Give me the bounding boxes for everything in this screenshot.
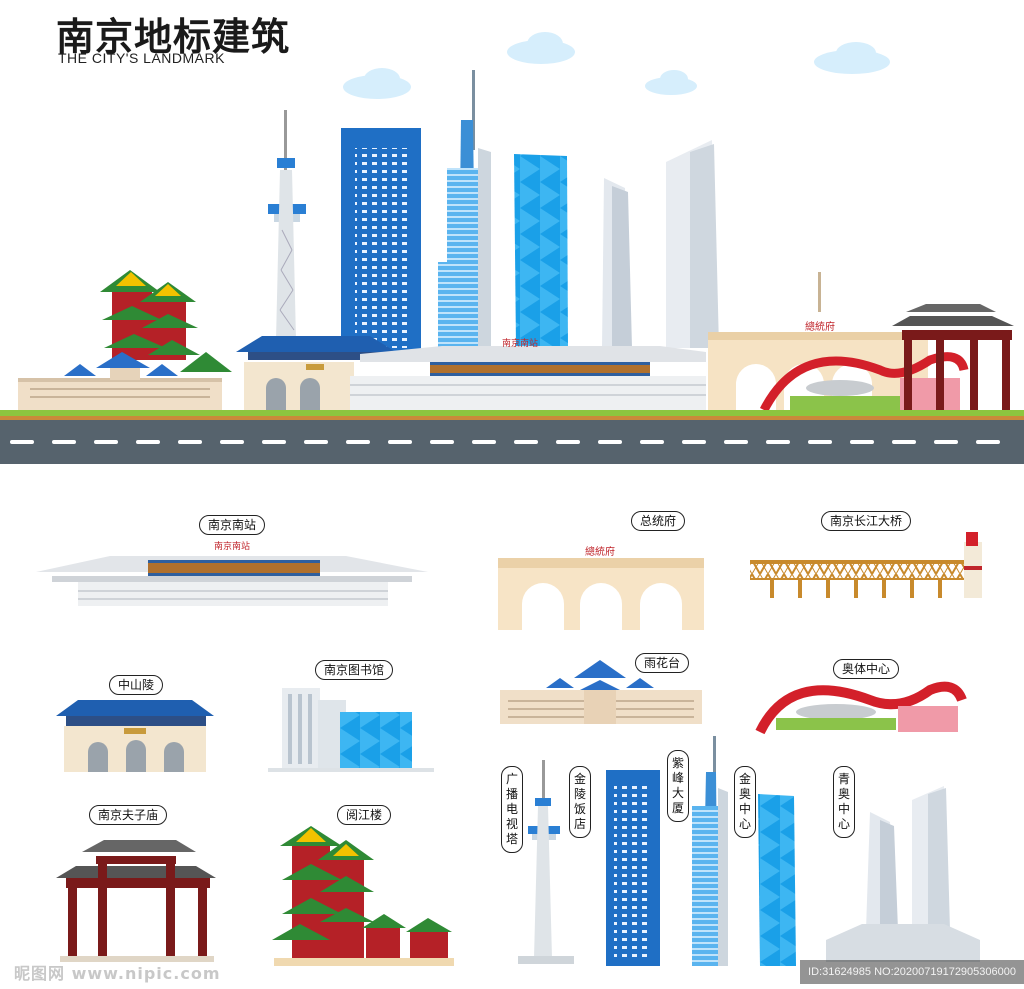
label-jinao-center: 金奥中心 bbox=[734, 766, 756, 838]
nanjing-south-station-illustration: 南京南站 bbox=[36, 540, 428, 606]
yangtze-bridge-illustration bbox=[750, 532, 982, 598]
palace-sign: 總統府 bbox=[585, 545, 615, 558]
skyline-station-sign: 南京南站 bbox=[502, 337, 538, 349]
road-markings bbox=[10, 440, 1000, 444]
jinao-center-illustration bbox=[758, 794, 796, 966]
label-zifeng-tower: 紫峰大厦 bbox=[667, 750, 689, 822]
zifeng-tower-illustration bbox=[692, 736, 728, 966]
jinling-hotel-illustration bbox=[606, 770, 660, 966]
confucius-temple-illustration bbox=[56, 840, 216, 962]
label-yuhuatai: 雨花台 bbox=[634, 653, 690, 673]
sun-yatsen-mausoleum-illustration bbox=[56, 700, 214, 772]
label-yangtze-bridge: 南京长江大桥 bbox=[820, 511, 912, 531]
skyline-palace-sign: 總統府 bbox=[805, 320, 835, 333]
watermark-logo: 昵图网 www.nipic.com bbox=[14, 964, 221, 983]
skyline-yuejiang-tower bbox=[100, 270, 232, 372]
label-nanjing-south-station: 南京南站 bbox=[198, 515, 266, 535]
nanjing-library-illustration bbox=[268, 688, 434, 772]
yuhuatai-illustration bbox=[500, 660, 702, 724]
tv-tower-illustration bbox=[518, 760, 574, 964]
label-youth-olympic-center: 青奥中心 bbox=[833, 766, 855, 838]
presidential-palace-illustration: 總統府 bbox=[498, 545, 704, 630]
clouds bbox=[343, 32, 890, 99]
station-sign: 南京南站 bbox=[214, 540, 250, 552]
skyline: 南京南站 總統府 bbox=[0, 70, 1024, 464]
olympic-center-illustration bbox=[755, 681, 967, 735]
label-nanjing-library: 南京图书馆 bbox=[314, 660, 394, 680]
label-sun-yatsen-mausoleum: 中山陵 bbox=[108, 675, 164, 695]
watermark-id: ID:31624985 NO:20200719172905306000 bbox=[800, 960, 1024, 984]
page-title: 南京地标建筑 bbox=[56, 15, 291, 59]
youth-olympic-center-illustration bbox=[826, 786, 980, 962]
page-subtitle: THE CITY'S LANDMARK bbox=[58, 50, 225, 66]
label-jinling-hotel: 金陵饭店 bbox=[569, 766, 591, 838]
label-confucius-temple: 南京夫子庙 bbox=[88, 805, 168, 825]
yuejiang-tower-illustration bbox=[272, 826, 454, 966]
label-yuejiang-tower: 阅江楼 bbox=[336, 805, 392, 825]
label-olympic-center: 奥体中心 bbox=[832, 659, 900, 679]
label-presidential-palace: 总统府 bbox=[630, 511, 686, 531]
label-tv-tower: 广播电视塔 bbox=[501, 766, 523, 853]
